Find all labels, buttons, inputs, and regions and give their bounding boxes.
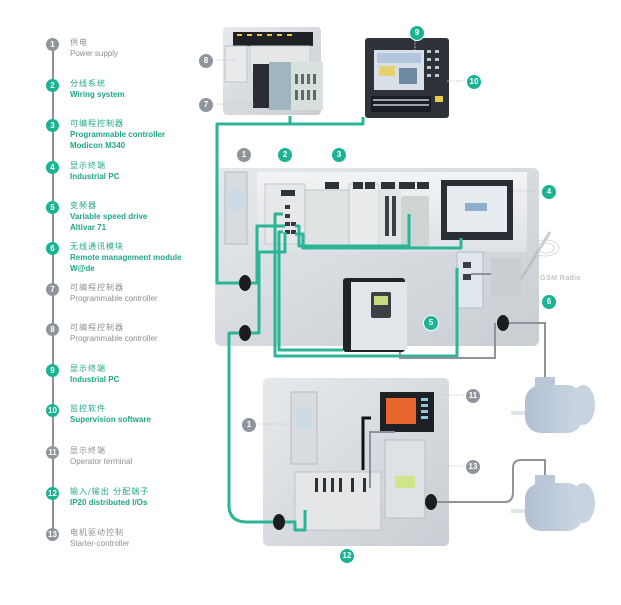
diagram-callout-2: 2 xyxy=(277,147,293,163)
legend-label-english: Remote management module xyxy=(70,253,182,262)
bottom-enclosure xyxy=(263,378,449,546)
legend-text: 可编程控制器 Programmable controller xyxy=(70,322,158,344)
legend-label-english: Supervision software xyxy=(70,415,151,424)
legend-text: 显示终端 Industrial PC xyxy=(70,160,119,182)
legend-text: 可编程控制器 Programmable controller xyxy=(70,282,158,304)
gsm-radio-label: GSM Radio xyxy=(540,275,581,282)
legend-number-badge: 5 xyxy=(46,201,59,214)
legend-label-chinese: 显示终端 xyxy=(70,364,106,373)
legend-label-chinese: 显示终端 xyxy=(70,161,106,170)
legend-number-badge: 13 xyxy=(46,528,59,541)
legend-label-chinese: 供电 xyxy=(70,38,88,47)
legend-text: 电机驱动控制 Starter-controller xyxy=(70,527,130,549)
gsm-antenna xyxy=(519,231,560,280)
legend: 1 供电 Power supply 2 分线系统 Wiring system 3 可编程控制器… xyxy=(0,0,200,605)
legend-number-badge: 9 xyxy=(46,364,59,377)
legend-text: 输入/输出 分配端子 IP20 distributed I/Os xyxy=(70,486,149,508)
diagram-callout-10: 10 xyxy=(466,74,482,90)
legend-label-english: Modicon M340 xyxy=(70,141,126,150)
legend-label-english: Programmable controller xyxy=(70,294,158,303)
legend-label-chinese: 可编程控制器 xyxy=(70,119,124,128)
hmi-cable xyxy=(361,416,371,470)
legend-text: 显示终端 Industrial PC xyxy=(70,363,119,385)
legend-number-badge: 2 xyxy=(46,79,59,92)
legend-number-badge: 6 xyxy=(46,242,59,255)
legend-label-english: Wiring system xyxy=(70,90,125,99)
diagram-callout-12: 12 xyxy=(339,548,355,564)
diagram-callout-4: 4 xyxy=(541,184,557,200)
legend-label-english: Operator terminal xyxy=(70,457,133,466)
motor-bottom xyxy=(511,475,595,531)
top-plc-rack xyxy=(223,27,323,115)
legend-label-english: Industrial PC xyxy=(70,375,120,384)
legend-number-badge: 8 xyxy=(46,323,59,336)
diagram-callout-9: 9 xyxy=(409,25,425,41)
legend-label-chinese: 分线系统 xyxy=(70,79,106,88)
legend-label-english: IP20 distributed I/Os xyxy=(70,498,148,507)
diagram-callout-5: 5 xyxy=(423,315,439,331)
legend-label-english: Power supply xyxy=(70,49,119,58)
legend-label-chinese: 可编程控制器 xyxy=(70,323,124,332)
legend-number-badge: 1 xyxy=(46,38,59,51)
legend-label-english: Variable speed drive xyxy=(70,212,148,221)
diagram-callout-1: 1 xyxy=(241,417,257,433)
diagram-callout-6: 6 xyxy=(541,294,557,310)
industrial-pc-top xyxy=(365,38,449,118)
leader-lines xyxy=(213,40,540,467)
legend-label-english: Industrial PC xyxy=(70,172,120,181)
legend-number-badge: 7 xyxy=(46,283,59,296)
network-cables xyxy=(215,116,463,532)
legend-label-chinese: 电机驱动控制 xyxy=(70,528,124,537)
legend-number-badge: 10 xyxy=(46,404,59,417)
diagram-callout-7: 7 xyxy=(198,97,214,113)
main-enclosure xyxy=(215,168,539,352)
legend-label-english: Starter-controller xyxy=(70,539,130,548)
legend-label-english: Altivar 71 xyxy=(70,223,107,232)
legend-number-badge: 12 xyxy=(46,487,59,500)
legend-text: 监控软件 Supervision software xyxy=(70,403,151,425)
legend-number-badge: 3 xyxy=(46,119,59,132)
legend-label-chinese: 输入/输出 分配端子 xyxy=(70,487,150,496)
diagram-callout-3: 3 xyxy=(331,147,347,163)
diagram-callout-8: 8 xyxy=(198,53,214,69)
diagram-graphic xyxy=(213,27,595,546)
diagram-callout-11: 11 xyxy=(465,388,481,404)
legend-label-chinese: 监控软件 xyxy=(70,404,106,413)
legend-label-chinese: 显示终端 xyxy=(70,446,106,455)
legend-label-chinese: 可编程控制器 xyxy=(70,283,124,292)
motor-top xyxy=(511,377,595,433)
legend-number-badge: 4 xyxy=(46,161,59,174)
legend-text: 分线系统 Wiring system xyxy=(70,78,125,100)
legend-label-english: Programmable controller xyxy=(70,130,166,139)
legend-number-badge: 11 xyxy=(46,446,59,459)
legend-label-english: Programmable controller xyxy=(70,334,158,343)
power-cables xyxy=(369,273,546,503)
diagram-callout-13: 13 xyxy=(465,459,481,475)
legend-label-english: W@de xyxy=(70,264,95,273)
legend-label-chinese: 无线通讯模块 xyxy=(70,242,124,251)
legend-text: 供电 Power supply xyxy=(70,37,118,59)
diagram-callout-1: 1 xyxy=(236,147,252,163)
legend-label-chinese: 变频器 xyxy=(70,201,97,210)
legend-text: 显示终端 Operator terminal xyxy=(70,445,132,467)
